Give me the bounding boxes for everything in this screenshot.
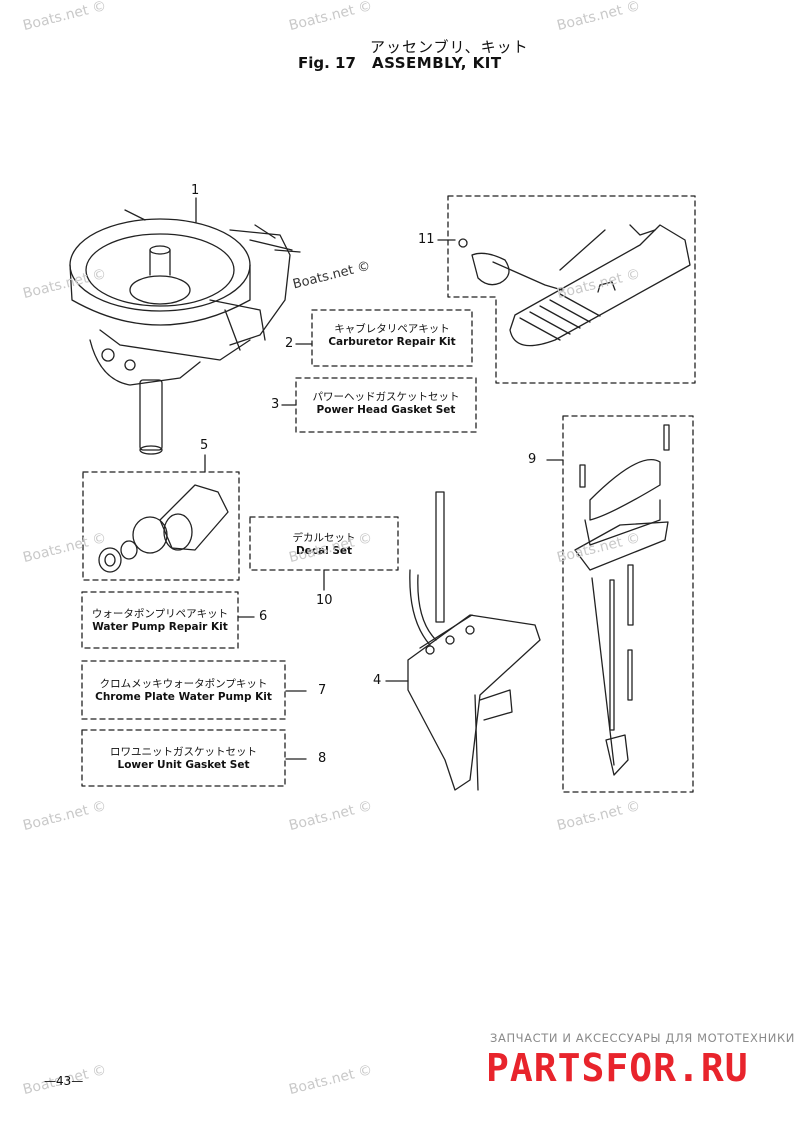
kit-2-label: キャブレタリペアキット Carburetor Repair Kit (312, 321, 472, 348)
kit-9-box (562, 415, 694, 793)
kit-3-name-en: Power Head Gasket Set (316, 404, 456, 416)
brand-logo: PARTSFOR.RU (486, 1046, 749, 1090)
title-japanese: アッセンブリ、キット (370, 38, 529, 56)
kit-2-name-en: Carburetor Repair Kit (328, 336, 456, 348)
kit-5-box (82, 471, 240, 581)
callout-1: 1 (191, 183, 200, 198)
kit-2-name-jp: キャブレタリペアキット (334, 323, 450, 335)
lower-unit-drawing (407, 491, 541, 791)
kit-6-label: ウォータポンプリペアキット Water Pump Repair Kit (82, 606, 238, 633)
callout-3: 3 (271, 397, 280, 412)
kit-6-box (81, 591, 239, 649)
kit-7-label: クロムメッキウォータポンプキット Chrome Plate Water Pump… (82, 676, 285, 703)
drive-shaft-kit-drawing (574, 424, 670, 776)
figure-number: Fig. 17 (298, 54, 356, 72)
kit-7-name-en: Chrome Plate Water Pump Kit (95, 691, 272, 703)
tiller-handle-drawing (458, 224, 691, 347)
power-head-drawing (69, 209, 301, 455)
kit-10-box (249, 516, 399, 571)
callout-4: 4 (373, 673, 382, 688)
brand-tagline: ЗАПЧАСТИ И АКСЕССУАРЫ ДЛЯ МОТОТЕХНИКИ (490, 1031, 795, 1045)
water-pump-drawing (98, 484, 229, 573)
callout-10: 10 (316, 593, 333, 608)
figure-title: ASSEMBLY, KIT (372, 54, 502, 72)
kit-10-name-en: Decal Set (295, 545, 353, 557)
kit-8-name-jp: ロワユニットガスケットセット (110, 746, 257, 758)
callout-8: 8 (318, 751, 327, 766)
callout-7: 7 (318, 683, 327, 698)
kit-6-name-jp: ウォータポンプリペアキット (91, 608, 229, 620)
callout-6: 6 (259, 609, 268, 624)
callout-9: 9 (528, 452, 537, 467)
callout-2: 2 (285, 336, 294, 351)
kit-11-box (447, 195, 696, 384)
kit-7-name-jp: クロムメッキウォータポンプキット (99, 678, 268, 690)
callout-11: 11 (418, 232, 435, 247)
page-number: —43— (44, 1074, 84, 1088)
kit-8-name-en: Lower Unit Gasket Set (117, 759, 250, 771)
kit-7-box (81, 660, 286, 720)
kit-3-label: パワーヘッドガスケットセット Power Head Gasket Set (296, 389, 476, 416)
kit-6-name-en: Water Pump Repair Kit (92, 621, 228, 633)
kit-10-name-jp: デカルセット (292, 532, 356, 544)
kit-3-name-jp: パワーヘッドガスケットセット (312, 391, 460, 403)
callout-5: 5 (200, 438, 209, 453)
kit-8-label: ロワユニットガスケットセット Lower Unit Gasket Set (82, 744, 285, 771)
kit-10-label: デカルセット Decal Set (250, 530, 398, 557)
kit-8-box (81, 729, 286, 787)
